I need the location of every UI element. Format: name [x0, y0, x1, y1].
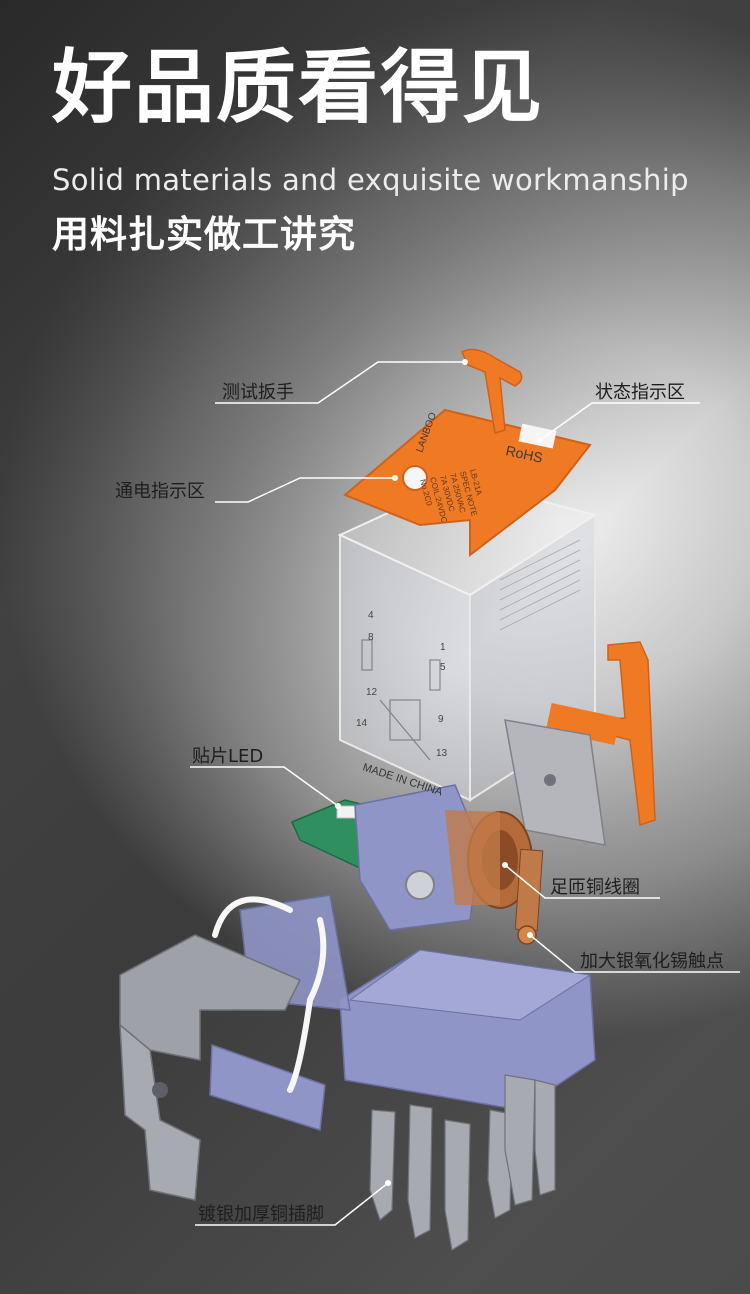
silver-contact-part	[514, 848, 544, 945]
callout-dots	[335, 359, 543, 1186]
callout-test-wrench: 测试扳手	[222, 382, 294, 403]
callout-power-indicator: 通电指示区	[115, 481, 205, 502]
side-lever-part	[545, 641, 656, 827]
terminal-14: 14	[356, 718, 368, 729]
callout-smd-led: 贴片LED	[192, 746, 264, 767]
page-title: 好品质看得见	[52, 41, 544, 134]
silver-plated-pins	[369, 1074, 556, 1251]
callout-copper-coil: 足匝铜线圈	[550, 877, 640, 898]
terminal-13: 13	[436, 748, 448, 759]
terminal-5: 5	[440, 662, 446, 673]
metal-terminal-bracket	[119, 934, 302, 1201]
test-wrench-part	[461, 348, 523, 434]
metal-armature-plate	[504, 719, 606, 846]
callout-leader-lines	[190, 361, 740, 1226]
callout-status-indicator: 状态指示区	[595, 382, 685, 403]
terminal-12: 12	[366, 687, 378, 698]
subtitle-english: Solid materials and exquisite workmanshi…	[52, 163, 689, 197]
cert-text: RoHS	[504, 442, 544, 465]
copper-coil-part	[445, 810, 533, 909]
terminal-8: 8	[368, 632, 374, 643]
callout-silver-pins: 镀银加厚铜插脚	[198, 1204, 324, 1225]
terminal-4: 4	[368, 610, 374, 621]
callout-silver-contact: 加大银氧化锡触点	[580, 951, 724, 972]
terminal-1: 1	[440, 642, 446, 653]
relay-base-block	[209, 894, 596, 1131]
subtitle-chinese: 用料扎实做工讲究	[52, 213, 356, 256]
orange-top-cover	[343, 408, 592, 558]
white-wire	[212, 896, 327, 1093]
terminal-9: 9	[438, 714, 444, 725]
